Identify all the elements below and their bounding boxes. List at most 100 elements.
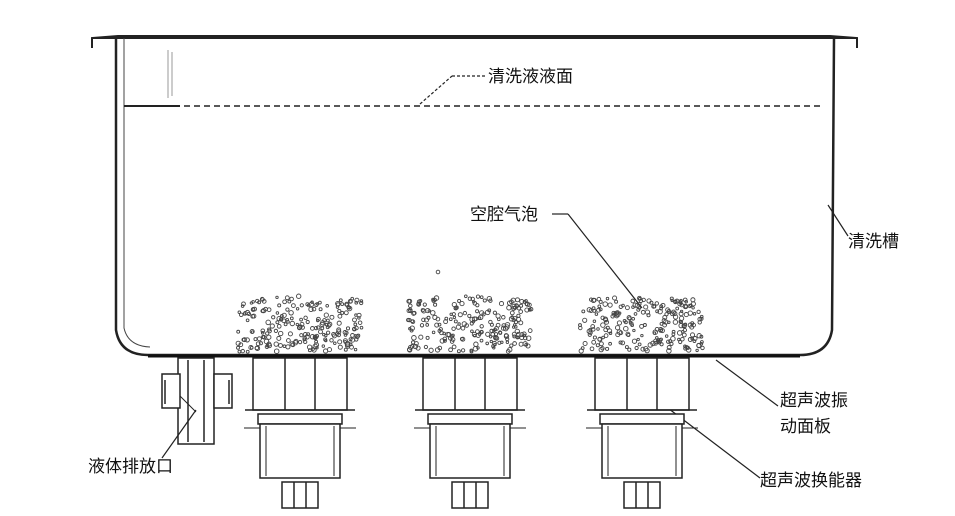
bubble [519, 299, 525, 304]
bubble [467, 296, 473, 301]
bubble [448, 347, 453, 353]
bubble [671, 329, 676, 334]
bubble [260, 330, 265, 335]
bubble [495, 322, 501, 328]
bubble [276, 335, 282, 341]
bubble [412, 310, 417, 316]
transducer [414, 357, 526, 509]
bubble [511, 303, 517, 310]
bubble [409, 328, 414, 333]
bubble [235, 340, 241, 346]
bubble [607, 328, 613, 334]
bubble [289, 320, 295, 327]
bubble [513, 320, 519, 325]
bubble [414, 341, 419, 346]
transducer [244, 357, 356, 509]
bubble [281, 318, 287, 324]
bubble [345, 326, 351, 331]
bubble [604, 319, 610, 325]
bubble [275, 320, 280, 325]
transducer [586, 357, 698, 509]
bubble [323, 348, 329, 354]
bubble [524, 307, 530, 313]
tank-leader [827, 204, 849, 237]
bubble [496, 317, 501, 322]
bubble [652, 304, 657, 309]
bubble [237, 349, 242, 354]
bubble [636, 337, 640, 342]
bubble [455, 324, 462, 330]
bubble [681, 332, 687, 338]
bubble [662, 322, 667, 328]
bubble [278, 343, 283, 348]
bubble [505, 349, 511, 354]
bubble [356, 312, 362, 318]
bubble [348, 342, 353, 347]
bubble [342, 338, 348, 344]
bubble [492, 346, 496, 350]
bubble [457, 322, 461, 326]
bubble [643, 304, 649, 310]
bubble [470, 329, 474, 334]
bubble [331, 332, 336, 337]
bubble [316, 325, 321, 330]
bubble [692, 339, 697, 343]
bubble [353, 347, 358, 352]
bubble [241, 301, 246, 307]
bubble [275, 311, 280, 315]
bubble [442, 331, 446, 336]
bubble [295, 322, 299, 327]
bubble [283, 322, 288, 327]
bubble [603, 317, 609, 323]
bubble [406, 317, 411, 323]
plate-leader [715, 359, 779, 407]
bubble [592, 308, 597, 313]
bubble [695, 348, 699, 353]
bubble [323, 312, 329, 318]
bubble [337, 344, 343, 350]
bubble [682, 327, 688, 333]
bubble [318, 300, 322, 305]
bubble [457, 312, 463, 318]
bubble [512, 323, 517, 327]
bubble [276, 323, 282, 329]
bubble [601, 335, 605, 340]
bubble [687, 310, 693, 316]
bubble [289, 316, 294, 321]
bubble [451, 326, 456, 331]
bubble [285, 307, 290, 312]
bubble [408, 303, 413, 309]
bubble [322, 318, 327, 323]
bubble [623, 325, 629, 332]
bubble [602, 301, 608, 307]
bubble [266, 342, 273, 349]
bubble [240, 348, 245, 354]
bubble [324, 338, 328, 343]
plate-label-line1: 超声波振 [780, 391, 848, 411]
bubble [312, 343, 318, 350]
bubble [287, 331, 293, 337]
bubble [452, 315, 457, 320]
bubble [479, 338, 484, 343]
bubble [336, 327, 342, 333]
bubble [646, 313, 651, 318]
bubble [407, 307, 413, 313]
bubble [245, 318, 250, 323]
bubble [461, 321, 467, 327]
bubble [696, 342, 702, 348]
plate-label-line2: 动面板 [780, 417, 831, 437]
bubble [630, 298, 636, 304]
bubble [236, 345, 240, 350]
bubble [326, 323, 332, 328]
bubble [325, 330, 331, 335]
bubble [443, 319, 449, 325]
bubble [518, 320, 524, 326]
bubble [306, 332, 311, 337]
bubble [352, 317, 357, 323]
bubble [700, 340, 704, 344]
bubble [318, 307, 323, 312]
bubble [419, 323, 425, 328]
bubble [250, 307, 256, 312]
bubble [631, 316, 636, 321]
bubble [285, 344, 291, 350]
